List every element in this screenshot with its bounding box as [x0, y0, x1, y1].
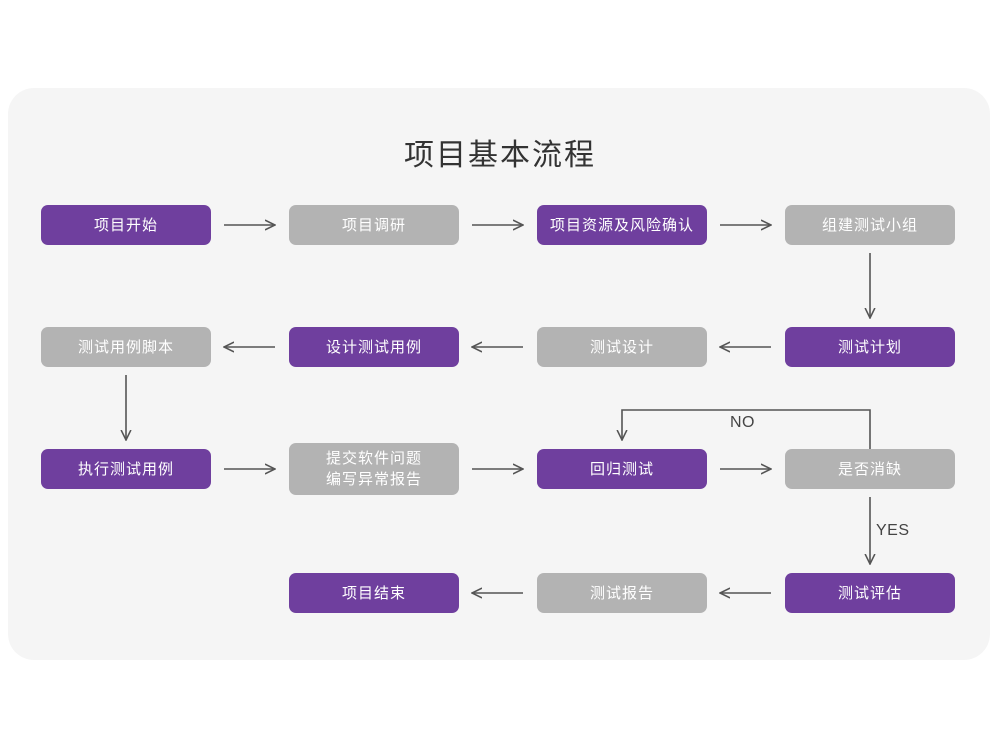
node-execute-test-cases[interactable]: 执行测试用例: [41, 449, 211, 489]
node-label: 项目结束: [341, 584, 406, 602]
node-label: 是否消缺: [837, 460, 902, 478]
node-label: 项目资源及风险确认: [549, 216, 694, 234]
node-label: 测试设计: [589, 338, 654, 356]
node-label-line-1: 提交软件问题: [325, 450, 422, 467]
node-label: 测试评估: [837, 584, 902, 602]
node-label: 提交软件问题 编写异常报告: [326, 448, 422, 490]
node-design-test-cases[interactable]: 设计测试用例: [289, 327, 459, 367]
node-label: 回归测试: [589, 460, 654, 478]
node-label: 测试报告: [589, 584, 654, 602]
node-test-case-scripts[interactable]: 测试用例脚本: [41, 327, 211, 367]
node-form-test-team[interactable]: 组建测试小组: [785, 205, 955, 245]
node-defects-cleared-decision[interactable]: 是否消缺: [785, 449, 955, 489]
node-project-start[interactable]: 项目开始: [41, 205, 211, 245]
node-label: 项目开始: [93, 216, 158, 234]
node-submit-defects-report[interactable]: 提交软件问题 编写异常报告: [289, 443, 459, 495]
node-label-line-2: 编写异常报告: [325, 471, 422, 488]
edge-label-no: NO: [730, 414, 755, 431]
node-project-research[interactable]: 项目调研: [289, 205, 459, 245]
node-label: 项目调研: [341, 216, 406, 234]
node-test-report[interactable]: 测试报告: [537, 573, 707, 613]
node-label: 设计测试用例: [325, 338, 422, 356]
node-label: 测试用例脚本: [77, 338, 174, 356]
edge-label-yes: YES: [876, 522, 910, 539]
node-project-end[interactable]: 项目结束: [289, 573, 459, 613]
node-test-evaluation[interactable]: 测试评估: [785, 573, 955, 613]
node-label: 组建测试小组: [821, 216, 918, 234]
flowchart-card: [8, 88, 990, 660]
node-label: 执行测试用例: [77, 460, 174, 478]
page-title: 项目基本流程: [404, 139, 596, 172]
node-test-plan[interactable]: 测试计划: [785, 327, 955, 367]
node-regression-test[interactable]: 回归测试: [537, 449, 707, 489]
node-label: 测试计划: [837, 338, 902, 356]
node-test-design[interactable]: 测试设计: [537, 327, 707, 367]
node-resource-risk-confirm[interactable]: 项目资源及风险确认: [537, 205, 707, 245]
